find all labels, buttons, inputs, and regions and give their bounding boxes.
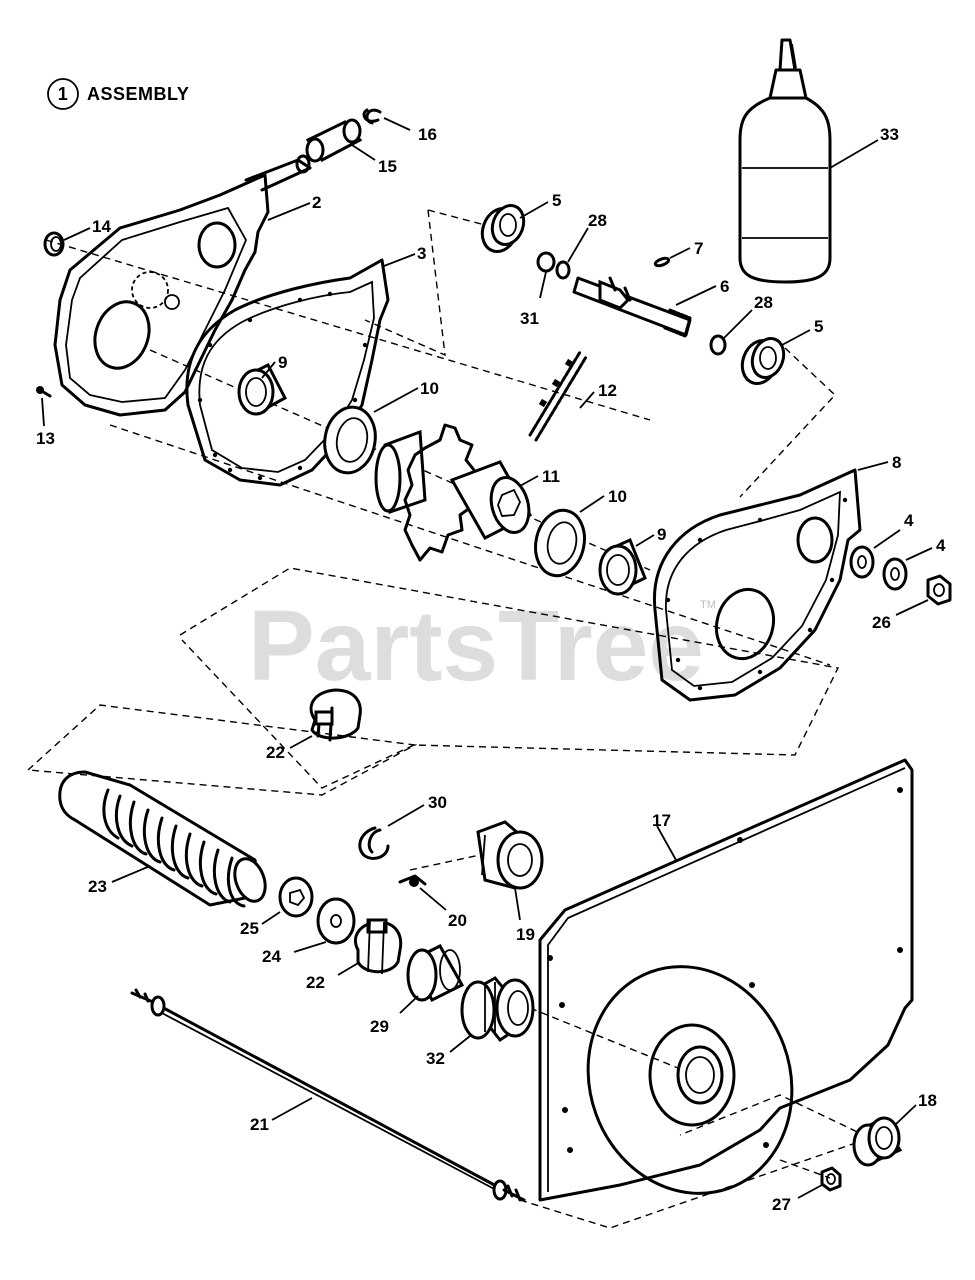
callout-5a: 5 <box>552 191 561 210</box>
part-12-chain <box>528 350 588 442</box>
part-9a-needle-bearing <box>237 362 288 416</box>
part-24-washer <box>316 897 356 945</box>
part-14-cap <box>43 231 65 257</box>
callout-28a: 28 <box>588 211 607 230</box>
assembly-title: ASSEMBLY <box>87 84 189 104</box>
callout-33: 33 <box>880 125 899 144</box>
part-16-retaining-ring <box>362 108 382 125</box>
part-33-oil-bottle <box>738 38 832 284</box>
part-22a-clamp <box>309 688 362 742</box>
part-18-cap <box>852 1116 903 1167</box>
part-31-washer <box>536 251 556 273</box>
part-21-rod <box>130 988 526 1202</box>
callout-8: 8 <box>892 453 901 472</box>
part-15-sleeve <box>305 118 363 163</box>
callout-28b: 28 <box>754 293 773 312</box>
dash-box-left <box>27 704 418 796</box>
part-29-bushing <box>406 944 465 1003</box>
callout-14: 14 <box>92 217 111 236</box>
dash-box-bottom <box>519 1094 872 1229</box>
watermark-trademark: TM <box>700 599 716 611</box>
part-28a-washer <box>555 260 571 280</box>
callout-20: 20 <box>448 911 467 930</box>
callout-18: 18 <box>918 1091 937 1110</box>
part-5a-bearing <box>480 204 526 253</box>
callout-25: 25 <box>240 919 259 938</box>
leader-lines <box>41 117 933 1199</box>
assembly-badge-circle <box>47 78 79 110</box>
callout-13: 13 <box>36 429 55 448</box>
dash-bearing-right <box>739 347 836 498</box>
part-10a-seal <box>323 405 377 475</box>
part-11-sprocket <box>374 423 533 562</box>
part-22b-clamp <box>354 918 403 975</box>
part-17-housing-panel <box>538 758 914 1202</box>
callout-23: 23 <box>88 877 107 896</box>
callout-7: 7 <box>694 239 703 258</box>
part-13-bolt <box>36 386 52 398</box>
part-30-snap-ring <box>358 826 390 860</box>
callout-21: 21 <box>250 1115 269 1134</box>
callout-3: 3 <box>417 244 426 263</box>
callout-17: 17 <box>652 811 671 830</box>
callout-29: 29 <box>370 1017 389 1036</box>
watermark-text: PartsTree <box>248 590 704 702</box>
part-3-gasket <box>185 258 390 487</box>
part-19-coupler <box>476 820 544 890</box>
part-5b-bearing <box>740 337 786 385</box>
callout-9a: 9 <box>278 353 287 372</box>
part-25-washer <box>278 876 314 918</box>
part-32-bearing-sleeve <box>460 976 535 1043</box>
callout-6: 6 <box>720 277 729 296</box>
callout-26: 26 <box>872 613 891 632</box>
callout-32: 32 <box>426 1049 445 1068</box>
callout-4a: 4 <box>904 511 914 530</box>
part-8-housing-plate <box>652 468 862 702</box>
part-4a-washer <box>849 545 875 579</box>
part-28b-washer <box>709 334 727 356</box>
callout-10b: 10 <box>608 487 627 506</box>
callout-9b: 9 <box>657 525 666 544</box>
part-9b-needle-bearing <box>598 537 647 596</box>
part-7-key <box>653 256 671 268</box>
callout-5b: 5 <box>814 317 823 336</box>
part-4b-washer <box>882 557 908 591</box>
dash-bearing-left <box>364 209 446 357</box>
callout-4b: 4 <box>936 536 946 555</box>
part-26-nut <box>926 574 952 606</box>
assembly-header: 1 ASSEMBLY <box>47 78 189 110</box>
callout-10a: 10 <box>420 379 439 398</box>
assembly-badge-number: 1 <box>58 84 69 104</box>
callout-labels: 16 15 2 14 3 5 28 7 6 31 28 5 33 9 10 12… <box>36 125 946 1214</box>
callout-30: 30 <box>428 793 447 812</box>
part-20-set-screw <box>398 874 427 887</box>
callout-27: 27 <box>772 1195 791 1214</box>
callout-2: 2 <box>312 193 321 212</box>
callout-22a: 22 <box>266 743 285 762</box>
callout-12: 12 <box>598 381 617 400</box>
callout-15: 15 <box>378 157 397 176</box>
part-23-boot <box>58 770 267 908</box>
part-27-nut <box>820 1166 842 1192</box>
part-10b-seal <box>534 508 586 578</box>
dash-box-middle <box>179 567 840 789</box>
callout-24: 24 <box>262 947 281 966</box>
callout-22b: 22 <box>306 973 325 992</box>
callout-31: 31 <box>520 309 539 328</box>
part-6-shaft <box>572 276 692 338</box>
callout-19: 19 <box>516 925 535 944</box>
callout-11: 11 <box>542 467 560 486</box>
callout-16: 16 <box>418 125 437 144</box>
part-2-housing-plate <box>53 154 312 417</box>
